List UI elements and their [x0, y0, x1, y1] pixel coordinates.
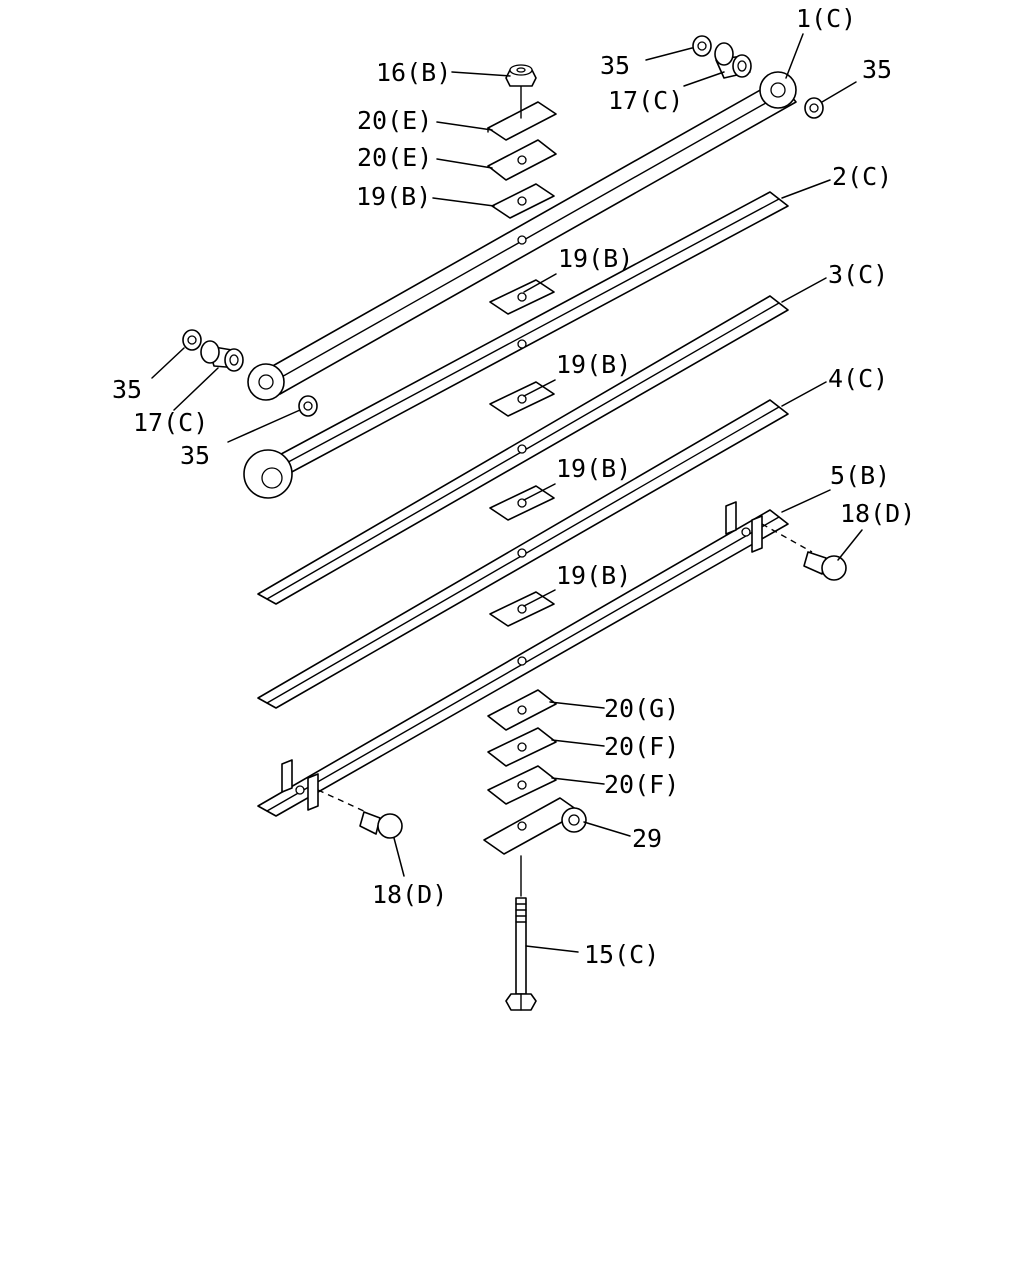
- label-leaf-2: 2(C): [832, 162, 892, 191]
- leaf-3: [257, 295, 789, 605]
- label-plate-20e-top: 20(E): [357, 106, 432, 135]
- washer-35-left: [182, 329, 202, 351]
- plate-20e-top: [487, 101, 557, 141]
- leaf-2: [243, 191, 789, 499]
- pad-19b-top: [491, 183, 555, 219]
- label-plate-20f-top: 20(F): [604, 732, 679, 761]
- label-bolt-18-right: 18(D): [840, 499, 915, 528]
- center-bolt-15: [505, 855, 537, 1011]
- callout-labels: 1(C) 2(C) 3(C) 4(C) 5(B) 16(B) 20(E) 20(…: [112, 4, 915, 969]
- label-pad-19b-2: 19(B): [558, 244, 633, 273]
- bolt-18-left: [317, 789, 403, 839]
- label-washer-35-top-right: 35: [862, 55, 892, 84]
- label-bushing-17-left: 17(C): [133, 408, 208, 437]
- label-leaf-1: 1(C): [796, 4, 856, 33]
- plate-20f-top: [487, 727, 557, 767]
- label-center-bolt-15: 15(C): [584, 940, 659, 969]
- label-pad-19b-3: 19(B): [556, 350, 631, 379]
- label-washer-35-left: 35: [112, 375, 142, 404]
- label-leaf-4: 4(C): [828, 364, 888, 393]
- label-pad-19b-top: 19(B): [356, 182, 431, 211]
- label-pad-19b-4: 19(B): [556, 454, 631, 483]
- label-pad-19b-5: 19(B): [556, 561, 631, 590]
- plate-20e-second: [487, 139, 557, 181]
- label-bracket-29: 29: [632, 824, 662, 853]
- label-leaf-5: 5(B): [830, 461, 890, 490]
- bracket-29: [483, 797, 587, 855]
- pad-19b-3: [489, 381, 555, 417]
- label-bushing-17-right: 17(C): [608, 86, 683, 115]
- leaf-5: [257, 501, 789, 817]
- washer-35-top-right: [804, 97, 824, 119]
- label-nut-16: 16(B): [376, 58, 451, 87]
- leader-lines: [151, 33, 863, 953]
- pad-19b-4: [489, 485, 555, 521]
- label-plate-20e-second: 20(E): [357, 143, 432, 172]
- label-washer-35-left-lower: 35: [180, 441, 210, 470]
- bushing-17-left: [200, 340, 244, 372]
- pad-19b-5: [489, 591, 555, 627]
- label-bolt-18-left: 18(D): [372, 880, 447, 909]
- label-plate-20f-bottom: 20(F): [604, 770, 679, 799]
- washer-35-left-lower: [298, 395, 318, 417]
- label-washer-35-top-left: 35: [600, 51, 630, 80]
- leaf-1: [247, 71, 797, 401]
- plate-20g: [487, 689, 557, 731]
- washer-35-top-left: [692, 35, 712, 57]
- label-leaf-3: 3(C): [828, 260, 888, 289]
- nut-16: [505, 64, 537, 119]
- pad-19b-2: [489, 279, 555, 315]
- label-plate-20g: 20(G): [604, 694, 679, 723]
- plate-20f-bottom: [487, 765, 557, 805]
- bolt-18-right: [761, 523, 847, 581]
- leaf-4: [257, 399, 789, 709]
